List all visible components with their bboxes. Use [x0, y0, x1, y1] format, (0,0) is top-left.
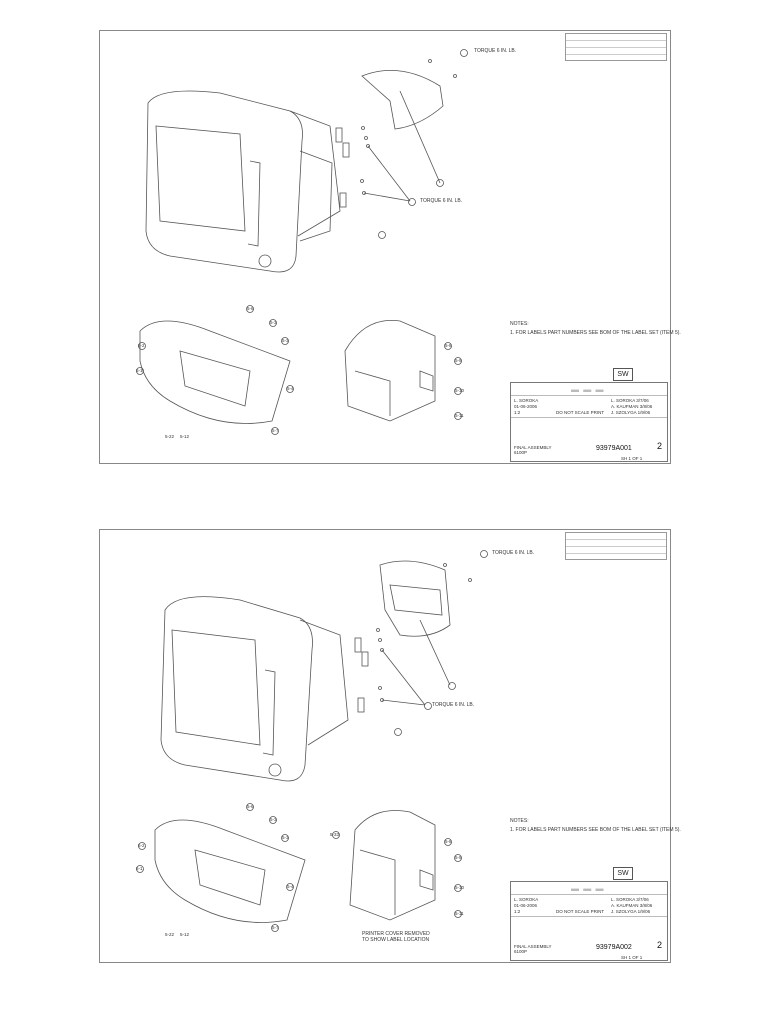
revision-number: 2	[657, 441, 663, 451]
callout: 5-10	[455, 885, 465, 890]
title-block: ▬ ▬ ▬ L. SOROKA 01-06-2006 1:2 DO NOT SC…	[510, 881, 668, 961]
notes-line-1: 1. FOR LABELS PART NUMBERS SEE BOM OF TH…	[510, 330, 681, 336]
printer-cover-caption: PRINTER COVER REMOVED TO SHOW LABEL LOCA…	[362, 931, 430, 943]
callout: 5-3	[282, 338, 289, 343]
callout: 5-33	[330, 832, 340, 837]
drawing-number: 93979A001	[596, 445, 632, 452]
drawing-sheet-1: TORQUE 6 IN. LB. TORQUE 6 IN. LB. NOTES:…	[99, 30, 681, 464]
drawing-number: 93979A002	[596, 944, 632, 951]
callout: 5-9	[455, 358, 462, 363]
checker-3: J. SZOLYGA 1/9/06	[611, 410, 651, 415]
drawing-title: FINAL ASSEMBLY	[514, 944, 552, 949]
surface-note: DO NOT SCALE PRINT	[556, 410, 605, 415]
drawn-by: L. SOROKA	[514, 398, 539, 403]
torque-note-mid: TORQUE 6 IN. LB.	[432, 702, 475, 708]
sheet-number: SH 1 OF 1	[621, 456, 643, 461]
drawn-date: 01-06-2006	[514, 903, 538, 908]
company-logo: ▬ ▬ ▬	[571, 385, 605, 394]
callout: 5-6	[247, 306, 254, 311]
callout: 5-11	[455, 911, 464, 916]
exploded-view-drawing	[136, 550, 488, 932]
drawing-sheet-2: TORQUE 6 IN. LB. TORQUE 6 IN. LB. NOTES:…	[99, 529, 681, 963]
exploded-view-drawing	[136, 49, 468, 435]
checker-1: L. SOROKA 3/7/06	[611, 897, 649, 902]
callout: 5-12	[180, 434, 190, 439]
torque-note-top: TORQUE 6 IN. LB.	[474, 48, 517, 54]
callout: 5-7	[272, 428, 279, 433]
notes-line-1: 1. FOR LABELS PART NUMBERS SEE BOM OF TH…	[510, 827, 681, 833]
revision-table	[565, 532, 667, 560]
revision-number: 2	[657, 940, 663, 950]
callout: 5-3	[282, 835, 289, 840]
callout: 5-8	[445, 839, 452, 844]
drawn-by: L. SOROKA	[514, 897, 539, 902]
callout: 5-1	[136, 368, 143, 373]
callout: 5-11	[455, 413, 464, 418]
sheet-number: SH 1 OF 1	[621, 955, 643, 960]
callout: 5-6	[247, 804, 254, 809]
callout: 5-9	[455, 855, 462, 860]
callout: 5-3	[270, 817, 277, 822]
drawing-title: FINAL ASSEMBLY	[514, 445, 552, 450]
callout: 5-1	[136, 866, 143, 871]
callout: 5-2	[138, 843, 145, 848]
surface-note: DO NOT SCALE PRINT	[556, 909, 605, 914]
revision-table	[565, 33, 667, 61]
callout: 5-12	[180, 932, 190, 937]
drawing-subtitle: 6100P	[514, 450, 528, 455]
callout: 5-22	[165, 932, 175, 937]
drawing-subtitle: 6100P	[514, 949, 528, 954]
scale: 1:2	[514, 410, 521, 415]
checker-2: A. KAUFMAN 3/8/06	[611, 404, 653, 409]
torque-note-top: TORQUE 6 IN. LB.	[492, 550, 535, 556]
checker-3: J. SZOLYGA 1/9/06	[611, 909, 651, 914]
callout: 5-7	[272, 925, 279, 930]
torque-note-mid: TORQUE 6 IN. LB.	[420, 198, 463, 204]
callout: 5-10	[455, 388, 465, 393]
notes-header: NOTES:	[510, 321, 529, 327]
drawn-date: 01-06-2006	[514, 404, 538, 409]
callout: 5-3	[270, 320, 277, 325]
callout: 5-4	[287, 884, 294, 889]
callout: 5-4	[287, 386, 294, 391]
sw-mark: SW	[613, 867, 633, 880]
scale: 1:2	[514, 909, 521, 914]
title-block: ▬ ▬ ▬ L. SOROKA 01-06-2006 1:2 DO NOT SC…	[510, 382, 668, 462]
company-logo: ▬ ▬ ▬	[571, 884, 605, 893]
callout: 5-22	[165, 434, 175, 439]
callout: 5-2	[138, 343, 145, 348]
checker-1: L. SOROKA 3/7/06	[611, 398, 649, 403]
checker-2: A. KAUFMAN 3/8/06	[611, 903, 653, 908]
callout: 5-8	[445, 343, 452, 348]
notes-header: NOTES:	[510, 818, 529, 824]
sw-mark: SW	[613, 368, 633, 381]
